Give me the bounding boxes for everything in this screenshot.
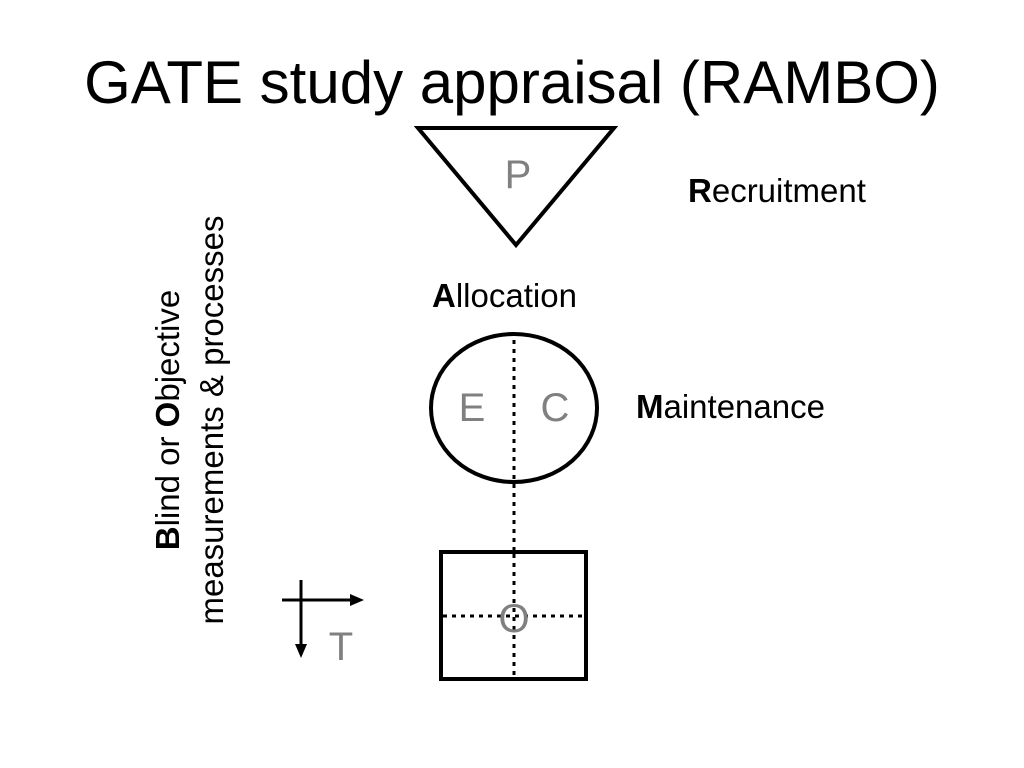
outcome-letter: O <box>498 597 529 641</box>
time-letter: T <box>329 625 353 669</box>
time-down-arrow-icon <box>295 644 307 658</box>
recruitment-rest: ecruitment <box>711 172 866 209</box>
time-right-arrow-icon <box>350 594 364 606</box>
allocation-rest: llocation <box>455 277 577 314</box>
recruitment-initial: R <box>688 172 712 209</box>
allocation-ellipse <box>429 332 599 484</box>
page-title: GATE study appraisal (RAMBO) <box>84 49 940 116</box>
allocation-label: Allocation <box>432 276 577 316</box>
maintenance-rest: aintenance <box>663 388 825 425</box>
maintenance-initial: M <box>636 388 664 425</box>
allocation-initial: A <box>432 277 456 314</box>
population-letter: P <box>505 153 532 197</box>
maintenance-label: Maintenance <box>636 387 825 427</box>
population-triangle <box>413 126 619 249</box>
recruitment-label: Recruitment <box>688 171 866 211</box>
outcome-box <box>439 550 588 681</box>
comparison-letter: C <box>541 386 570 430</box>
exposure-letter: E <box>459 386 486 430</box>
